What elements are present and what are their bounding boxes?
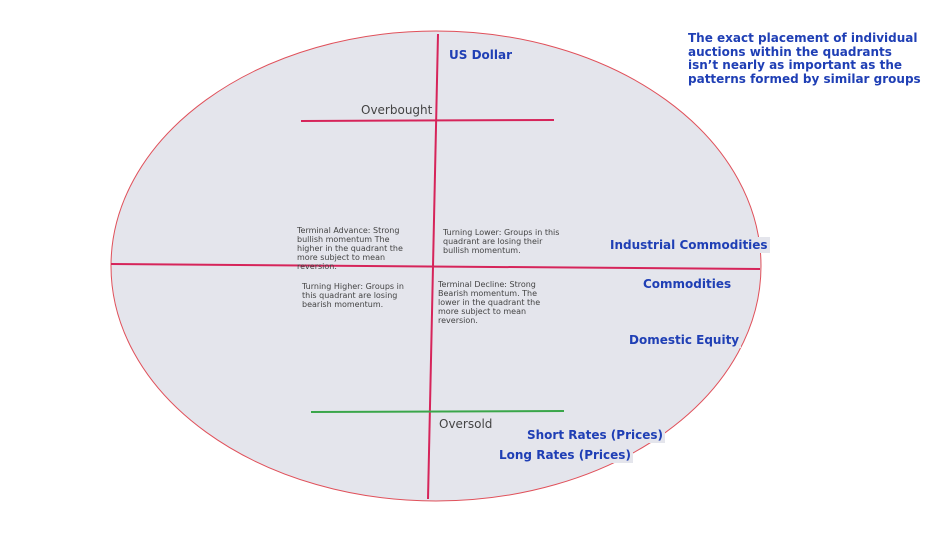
placement-note: The exact placement of individual auctio… xyxy=(688,31,921,86)
asset-us-dollar: US Dollar xyxy=(447,47,515,63)
overbought-label: Overbought xyxy=(361,103,433,117)
quadrant-lower-right: Terminal Decline: Strong Bearish momentu… xyxy=(438,280,541,325)
oversold-line xyxy=(310,410,565,413)
asset-domestic-equity: Domestic Equity xyxy=(627,332,742,348)
asset-long-rates: Long Rates (Prices) xyxy=(497,447,633,463)
oversold-label: Oversold xyxy=(439,417,493,431)
quadrant-upper-right: Turning Lower: Groups in this quadrant a… xyxy=(443,228,560,255)
asset-industrial-commodities: Industrial Commodities xyxy=(608,237,770,253)
quadrant-upper-left: Terminal Advance: Strong bullish momentu… xyxy=(297,226,403,271)
horizontal-axis xyxy=(110,263,761,270)
quadrant-lower-left: Turning Higher: Groups in this quadrant … xyxy=(302,282,404,309)
asset-short-rates: Short Rates (Prices) xyxy=(525,427,665,443)
overbought-line xyxy=(300,119,555,122)
vertical-axis xyxy=(427,33,439,500)
asset-commodities: Commodities xyxy=(641,276,734,292)
